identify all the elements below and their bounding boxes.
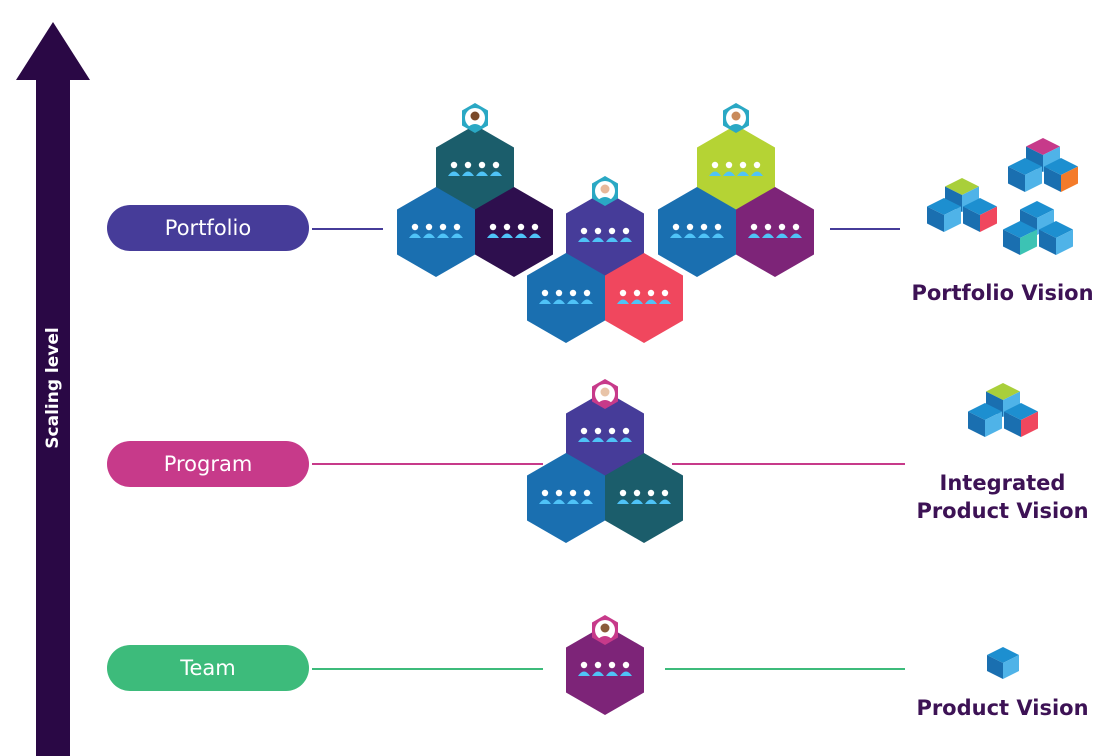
team-vision-cubes bbox=[987, 647, 1019, 679]
team-members-icon bbox=[578, 227, 632, 242]
hex-portfolio-magenta bbox=[736, 187, 814, 277]
hex-program-blue bbox=[527, 453, 605, 543]
cube-icon bbox=[963, 198, 997, 232]
team-members-icon bbox=[448, 161, 502, 176]
team-members-icon bbox=[539, 489, 593, 504]
cube-icon bbox=[1044, 158, 1078, 192]
team-members-icon bbox=[539, 289, 593, 304]
portfolio-vision-cubes bbox=[927, 138, 1078, 255]
level-label-program: Program bbox=[163, 452, 253, 476]
program-vision-cubes bbox=[968, 383, 1038, 437]
axis-label: Scaling level bbox=[43, 327, 63, 449]
person-avatar-icon bbox=[592, 176, 618, 206]
hex-portfolio-indigo bbox=[566, 191, 644, 281]
person-avatar-icon bbox=[723, 103, 749, 133]
program-vision-line2: Product Vision bbox=[916, 499, 1089, 523]
cube-icon bbox=[968, 403, 1002, 437]
team-members-icon bbox=[578, 661, 632, 676]
level-pill-portfolio: Portfolio bbox=[107, 205, 309, 251]
hex-portfolio-red bbox=[605, 253, 683, 343]
team-members-icon bbox=[487, 223, 541, 238]
level-label-team: Team bbox=[180, 656, 236, 680]
level-pill-team: Team bbox=[107, 645, 309, 691]
team-members-icon bbox=[617, 489, 671, 504]
cube-icon bbox=[987, 647, 1019, 679]
person-avatar-icon bbox=[462, 103, 488, 133]
hex-portfolio-blue-1 bbox=[397, 187, 475, 277]
hex-program-teal bbox=[605, 453, 683, 543]
hex-portfolio-blue-2 bbox=[527, 253, 605, 343]
team-members-icon bbox=[748, 223, 802, 238]
hex-portfolio-dark-purple bbox=[475, 187, 553, 277]
cube-icon bbox=[927, 198, 961, 232]
team-vision-label: Product Vision bbox=[916, 696, 1089, 720]
hex-team-magenta bbox=[566, 625, 644, 715]
level-label-portfolio: Portfolio bbox=[164, 216, 252, 240]
program-vision-label: Integrated Product Vision bbox=[900, 469, 1105, 525]
hex-program-indigo bbox=[566, 391, 644, 481]
program-vision-line1: Integrated bbox=[939, 471, 1066, 495]
cube-icon bbox=[1008, 158, 1042, 192]
cube-icon bbox=[1004, 403, 1038, 437]
team-members-icon bbox=[617, 289, 671, 304]
hex-portfolio-teal bbox=[436, 125, 514, 215]
hex-portfolio-blue-3 bbox=[658, 187, 736, 277]
person-avatar-icon bbox=[592, 379, 618, 409]
team-members-icon bbox=[670, 223, 724, 238]
hex-portfolio-lime bbox=[697, 125, 775, 215]
team-members-icon bbox=[409, 223, 463, 238]
scaling-axis-shaft bbox=[36, 76, 70, 756]
level-pill-program: Program bbox=[107, 441, 309, 487]
team-members-icon bbox=[709, 161, 763, 176]
portfolio-vision-label: Portfolio Vision bbox=[911, 281, 1094, 305]
team-members-icon bbox=[578, 427, 632, 442]
cube-icon bbox=[1039, 221, 1073, 255]
person-avatar-icon bbox=[592, 615, 618, 645]
scaling-axis-arrowhead bbox=[16, 22, 90, 80]
cube-icon bbox=[1003, 221, 1037, 255]
